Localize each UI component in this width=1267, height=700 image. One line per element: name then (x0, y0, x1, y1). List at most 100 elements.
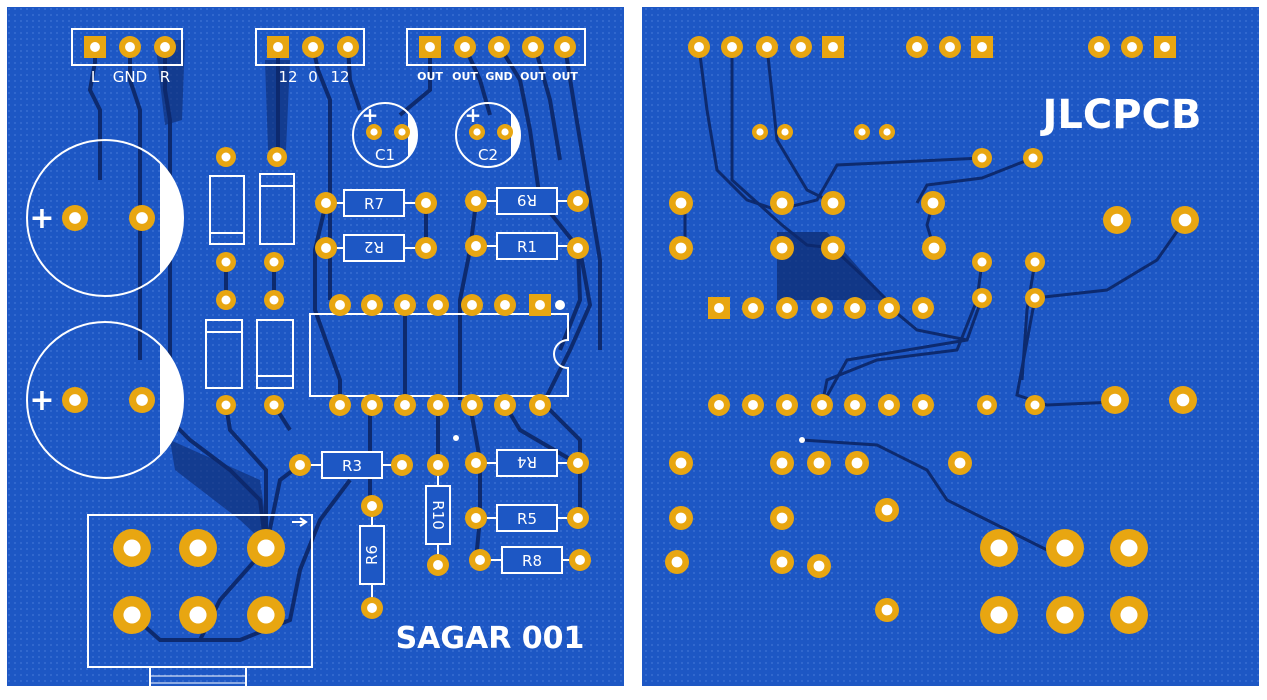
drill-hole (918, 303, 928, 313)
drill-hole (776, 197, 788, 209)
drill-hole (1120, 539, 1138, 557)
drill-hole (400, 400, 410, 410)
drill-hole (1178, 213, 1192, 227)
drill-hole (433, 300, 443, 310)
drill-hole (500, 400, 510, 410)
drill-hole (560, 42, 570, 52)
drill-hole (1110, 213, 1124, 227)
drill-hole (954, 457, 966, 469)
drill-hole (189, 539, 207, 557)
resistor-r4: R4 (482, 449, 572, 477)
drill-hole (675, 512, 687, 524)
svg-text:R9: R9 (517, 191, 537, 209)
drill-hole (370, 128, 378, 136)
drill-hole (782, 303, 792, 313)
drill-hole (727, 42, 737, 52)
drill-hole (884, 303, 894, 313)
copper-fills (155, 40, 290, 548)
drill-hole (573, 458, 583, 468)
svg-text:+: + (465, 103, 482, 127)
drill-hole (762, 42, 772, 52)
drill-hole (221, 400, 231, 410)
drill-hole (160, 42, 170, 52)
svg-text:R2: R2 (364, 238, 384, 256)
drill-hole (884, 400, 894, 410)
drill-hole (1127, 42, 1137, 52)
output-header (406, 28, 586, 66)
drill-hole (881, 504, 893, 516)
drill-hole (675, 197, 687, 209)
resistor-r9: R9 (482, 187, 572, 215)
board-brand-text: SAGAR 001 (396, 621, 585, 656)
svg-text:R4: R4 (517, 453, 537, 471)
big-capacitor-bottom: + (26, 321, 184, 479)
drill-hole (776, 457, 788, 469)
drill-hole (977, 153, 987, 163)
svg-text:+: + (29, 201, 54, 236)
drill-hole (1030, 400, 1040, 410)
drill-hole (977, 42, 987, 52)
drill-hole (990, 606, 1008, 624)
header-label-gnd: GND (113, 68, 147, 86)
drill-hole (433, 560, 443, 570)
drill-hole (813, 560, 825, 572)
svg-text:R5: R5 (517, 510, 537, 528)
drill-hole (883, 128, 891, 136)
drill-hole (269, 295, 279, 305)
drill-hole (714, 400, 724, 410)
drill-hole (1094, 42, 1104, 52)
drill-hole (272, 152, 282, 162)
drill-hole (500, 300, 510, 310)
svg-text:R8: R8 (522, 552, 542, 570)
drill-hole (858, 128, 866, 136)
top-pads (62, 36, 591, 634)
drill-hole (977, 293, 987, 303)
svg-text:+: + (29, 383, 54, 418)
drill-hole (125, 42, 135, 52)
diode-d3 (205, 319, 243, 389)
drill-hole (796, 42, 806, 52)
supply-header (255, 28, 365, 66)
bottom-pads (665, 36, 1199, 634)
drill-hole (828, 42, 838, 52)
drill-hole (221, 295, 231, 305)
header-label-12-left: 12 (278, 68, 297, 86)
drill-hole (421, 243, 431, 253)
drill-hole (528, 42, 538, 52)
resistor-r1: R1 (482, 232, 572, 260)
header-label-r: R (160, 68, 170, 86)
header-label-0: 0 (308, 68, 318, 86)
drill-hole (90, 42, 100, 52)
audio-header (71, 28, 183, 66)
header-label-out-4: OUT (552, 70, 578, 83)
resistor-r8: R8 (486, 546, 576, 574)
drill-hole (776, 242, 788, 254)
drill-hole (295, 460, 305, 470)
drill-hole (675, 242, 687, 254)
drill-hole (367, 501, 377, 511)
drill-hole (1028, 153, 1038, 163)
diode-d1 (209, 175, 245, 245)
drill-hole (343, 42, 353, 52)
header-label-out-3: OUT (520, 70, 546, 83)
resistor-r3: R3 (306, 451, 396, 479)
resistor-r10: R10 (425, 470, 451, 562)
drill-hole (817, 400, 827, 410)
resistor-r5: R5 (482, 504, 572, 532)
drill-hole (675, 457, 687, 469)
drill-hole (714, 303, 724, 313)
drill-hole (850, 303, 860, 313)
drill-hole (321, 198, 331, 208)
pcb-bottom-side: JLCPCB (637, 0, 1267, 700)
drill-hole (573, 243, 583, 253)
ic-outline (309, 300, 569, 397)
drill-hole (69, 212, 81, 224)
drill-hole (694, 42, 704, 52)
drill-hole (460, 42, 470, 52)
via (453, 435, 459, 441)
svg-text:R6: R6 (363, 545, 381, 565)
drill-hole (335, 400, 345, 410)
drill-hole (367, 400, 377, 410)
drill-hole (927, 197, 939, 209)
drill-hole (748, 400, 758, 410)
